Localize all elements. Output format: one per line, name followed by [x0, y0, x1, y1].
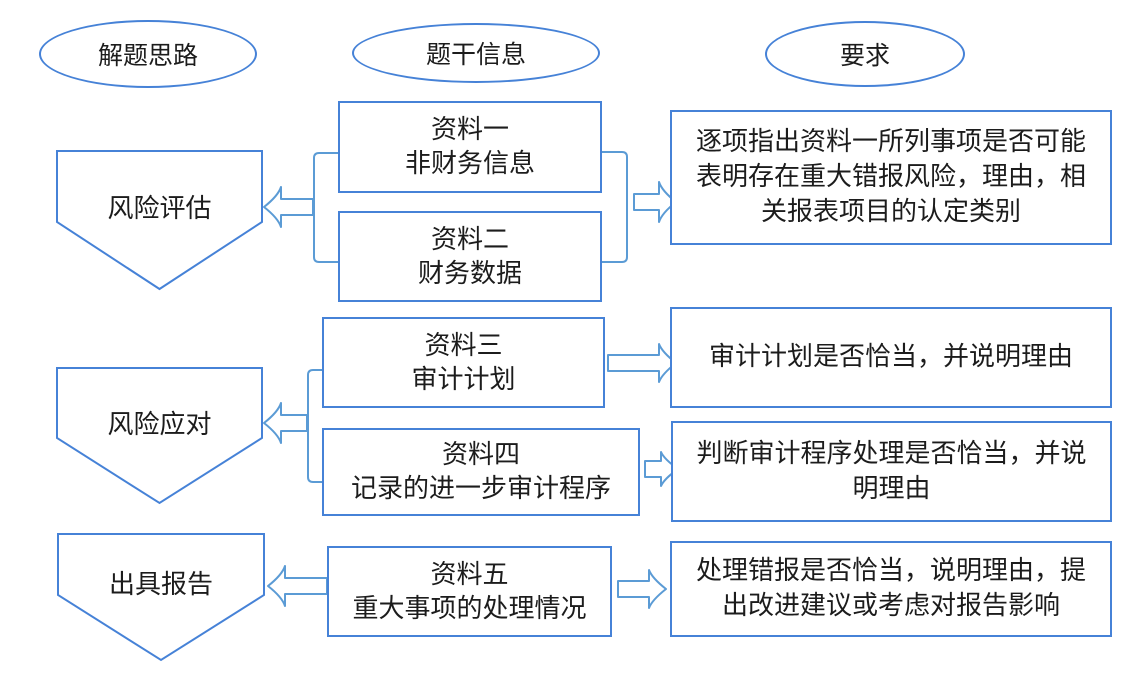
requirement-box-1: 逐项指出资料一所列事项是否可能表明存在重大错报风险，理由，相关报表项目的认定类别 — [670, 110, 1112, 245]
material-2-title: 资料二 — [430, 224, 509, 255]
material-4-title: 资料四 — [441, 440, 520, 470]
header-label-stem: 题干信息 — [425, 40, 526, 69]
block-arrow-right-2-icon — [607, 343, 677, 383]
material-3-title: 资料三 — [424, 330, 503, 361]
material-2-subtitle: 财务数据 — [417, 258, 522, 289]
material-box-3: 资料三 审计计划 — [322, 317, 605, 408]
requirement-box-4: 处理错报是否恰当，说明理由，提出改进建议或考虑对报告影响 — [670, 541, 1112, 637]
bracket-left-group2-icon — [307, 369, 322, 483]
pentagon-reporting-shape — [57, 533, 265, 662]
bracket-left-group1-icon — [313, 152, 338, 263]
material-5-title: 资料五 — [430, 559, 509, 590]
material-box-5: 资料五 重大事项的处理情况 — [327, 546, 612, 637]
material-4-subtitle: 记录的进一步审计程序 — [350, 474, 611, 504]
block-arrow-left-2-icon — [263, 402, 308, 444]
header-ellipse-approach: 解题思路 — [39, 20, 257, 88]
material-5-subtitle: 重大事项的处理情况 — [352, 593, 587, 624]
pentagon-risk-response-shape — [56, 367, 263, 505]
header-ellipse-stem: 题干信息 — [352, 23, 600, 83]
header-ellipse-requirement: 要求 — [765, 21, 965, 87]
requirement-2-text: 审计计划是否恰当，并说明理由 — [708, 342, 1073, 372]
block-arrow-right-3-icon — [644, 451, 679, 487]
pentagon-risk-assessment-shape — [56, 150, 263, 291]
material-3-subtitle: 审计计划 — [411, 364, 516, 395]
material-1-title: 资料一 — [430, 115, 509, 145]
requirement-1-text: 逐项指出资料一所列事项是否可能表明存在重大错报风险，理由，相关报表项目的认定类别 — [695, 127, 1086, 227]
header-label-requirement: 要求 — [839, 41, 890, 70]
material-1-subtitle: 非财务信息 — [404, 149, 535, 179]
bracket-right-group1-icon — [602, 151, 628, 263]
requirement-box-2: 审计计划是否恰当，并说明理由 — [670, 307, 1112, 408]
block-arrow-left-3-icon — [267, 565, 328, 607]
material-box-4: 资料四 记录的进一步审计程序 — [322, 428, 640, 516]
requirement-box-3: 判断审计程序处理是否恰当，并说明理由 — [671, 421, 1112, 522]
requirement-3-text: 判断审计程序处理是否恰当，并说明理由 — [696, 438, 1087, 504]
block-arrow-right-1-icon — [633, 181, 677, 223]
material-box-1: 资料一 非财务信息 — [338, 101, 602, 193]
requirement-4-text: 处理错报是否恰当，说明理由，提出改进建议或考虑对报告影响 — [695, 556, 1086, 621]
block-arrow-right-4-icon — [617, 569, 667, 609]
material-box-2: 资料二 财务数据 — [338, 211, 602, 302]
header-label-approach: 解题思路 — [97, 41, 198, 70]
block-arrow-left-1-icon — [263, 186, 314, 228]
